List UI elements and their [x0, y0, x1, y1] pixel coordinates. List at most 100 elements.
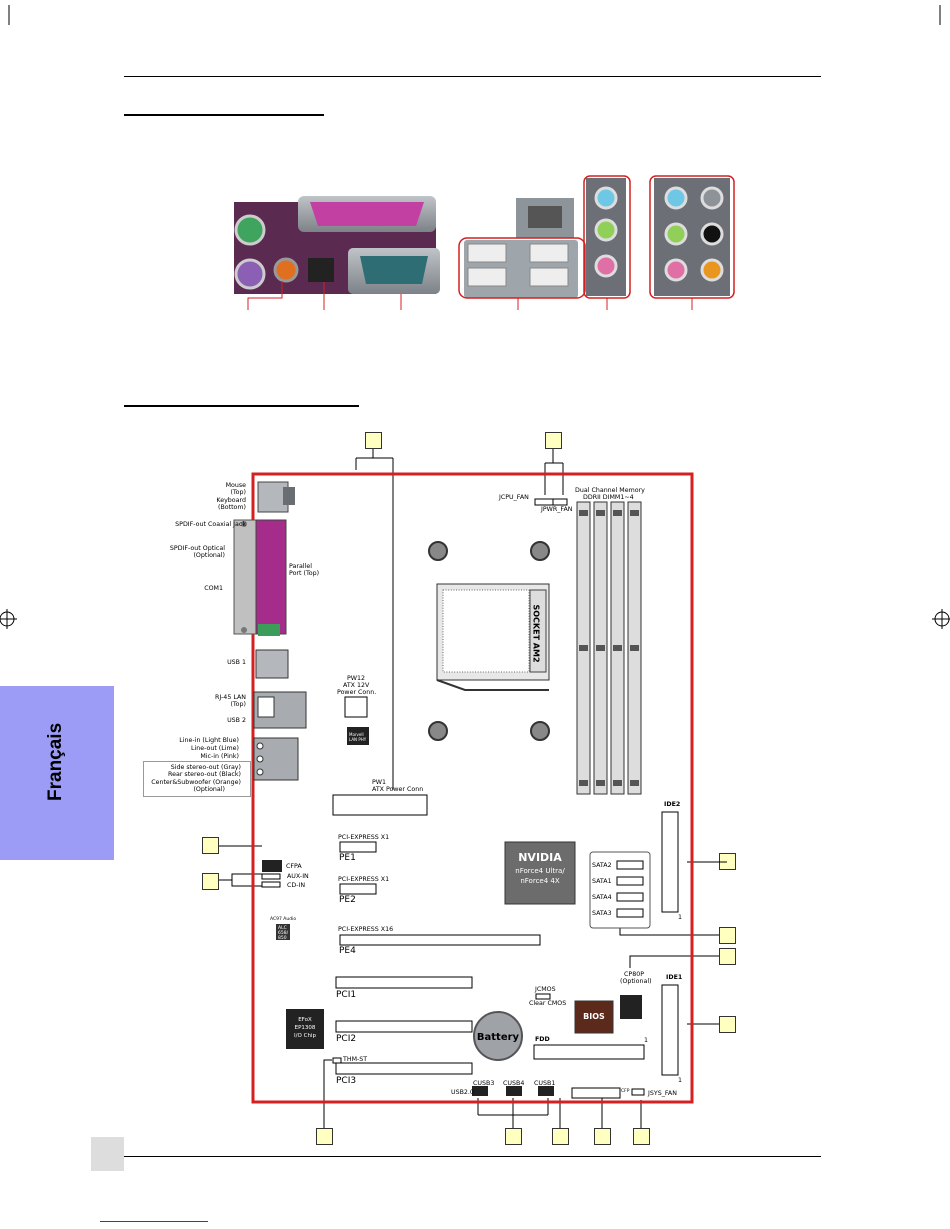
label-rj45-pos: (Top) — [230, 701, 246, 708]
label-aux-in: AUX-IN — [287, 873, 309, 880]
label-io-3: I/O Chip — [294, 1033, 316, 1039]
label-spdif-coax: SPDIF-out Coaxial Jack — [175, 521, 246, 528]
label-ide2: IDE2 — [664, 801, 681, 808]
label-cusb1: CUSB1 — [534, 1080, 556, 1087]
label-cd-in: CD-IN — [287, 882, 306, 889]
section-heading-underline — [124, 114, 324, 116]
label-io-2: EP1308 — [294, 1025, 316, 1031]
label-pw1-1: PW1 — [372, 779, 387, 786]
label-pw12-2: ATX 12V — [343, 682, 370, 689]
board-outline — [251, 472, 694, 1104]
label-parallel-pos: Port (Top) — [289, 570, 320, 577]
label-pw1-2: ATX Power Conn — [372, 786, 424, 793]
label-sata1: SATA1 — [592, 878, 612, 885]
label-chipset-1: NVIDIA — [518, 851, 562, 864]
footer-rule — [124, 1156, 821, 1157]
label-ac97-2: ALC — [278, 926, 287, 931]
optional-audio-label-box — [143, 761, 251, 797]
callout-box — [719, 948, 736, 965]
callout-box — [316, 1128, 333, 1145]
label-mouse: Mouse — [225, 482, 246, 489]
label-sys-fan: JSYS_FAN — [648, 1090, 677, 1097]
label-ide2-pin1: 1 — [678, 914, 683, 921]
label-keyboard-pos: (Bottom) — [217, 504, 246, 511]
registration-mark-icon — [8, 5, 10, 25]
label-pe2: PE2 — [339, 895, 356, 905]
registration-mark-icon — [939, 5, 941, 25]
label-pe4: PE4 — [339, 946, 356, 956]
callout-box — [505, 1128, 522, 1145]
label-rear-out: Rear stereo-out (Black) — [168, 771, 241, 778]
ps2-keyboard-port — [234, 258, 266, 290]
callout-box — [633, 1128, 650, 1145]
callout-box — [552, 1128, 569, 1145]
callout-box — [202, 873, 219, 890]
label-cp80p-1: CP80P — [624, 971, 645, 978]
atx-power-connector — [332, 794, 428, 816]
label-mouse-pos: (Top) — [230, 489, 246, 496]
callout-box — [202, 837, 219, 854]
registration-mark-icon — [0, 609, 17, 629]
label-jcmos-2: Clear CMOS — [529, 1000, 567, 1007]
label-dimm-1: Dual Channel Memory — [575, 487, 645, 494]
label-fdd: FDD — [535, 1036, 550, 1043]
label-cfpa: CFPA — [286, 863, 302, 870]
back-panel-illustration — [234, 175, 735, 310]
label-pe4-desc: PCI-EXPRESS X16 — [338, 926, 394, 933]
label-rj45: RJ-45 LAN — [215, 694, 246, 701]
label-pci1: PCI1 — [336, 990, 357, 1000]
chipset — [504, 841, 576, 905]
callout-box — [719, 1016, 736, 1033]
label-ide1: IDE1 — [666, 974, 683, 981]
label-dimm-2: DDRII DIMM1~4 — [583, 494, 634, 501]
label-usb2: USB 2 — [227, 717, 246, 724]
spdif-coax-jack — [273, 257, 299, 283]
usb-group-highlight — [458, 237, 586, 299]
callout-box — [594, 1128, 611, 1145]
label-keyboard: Keyboard — [216, 497, 246, 504]
label-socket: SOCKET AM2 — [531, 604, 541, 663]
label-ac97-4: 850 — [278, 936, 287, 941]
label-line-out: Line-out (Lime) — [190, 745, 239, 752]
label-sata4: SATA4 — [592, 894, 612, 901]
label-io-1: EFoX — [298, 1017, 312, 1023]
label-ide1-pin1: 1 — [678, 1077, 683, 1084]
label-spdif-opt: SPDIF-out Optical — [169, 545, 225, 552]
label-thm-st: THM-ST — [343, 1056, 368, 1063]
registration-mark-icon — [932, 609, 950, 629]
label-cp80p-2: (Optional) — [620, 978, 652, 985]
label-cusb3: CUSB3 — [473, 1080, 495, 1087]
language-side-tab: Français — [0, 686, 114, 860]
label-line-in: Line-in (Light Blue) — [179, 737, 239, 744]
label-bios: BIOS — [583, 1012, 605, 1021]
label-pw12-1: PW12 — [347, 675, 366, 682]
label-chipset-2: nForce4 Ultra/ — [515, 867, 565, 875]
footer-link-underline — [100, 1221, 208, 1222]
ps2-mouse-port — [234, 214, 266, 246]
label-pe2-desc: PCI-EXPRESS X1 — [338, 876, 390, 883]
label-side-out: Side stereo-out (Gray) — [170, 764, 241, 771]
label-center-out: Center&Subwoofer (Orange) — [151, 779, 241, 786]
label-spdif-opt-note: (Optional) — [193, 552, 225, 559]
label-parallel: Parallel — [289, 563, 312, 570]
label-com1: COM1 — [204, 585, 223, 592]
callout-box — [719, 927, 736, 944]
label-pe1-desc: PCI-EXPRESS X1 — [338, 834, 390, 841]
label-pci2: PCI2 — [336, 1034, 357, 1044]
header-rule — [124, 76, 821, 77]
label-sata3: SATA3 — [592, 910, 612, 917]
label-jcmos-1: JCMOS — [535, 986, 556, 993]
callout-box — [365, 432, 382, 449]
callout-box — [545, 432, 562, 449]
label-lan-phy-2: LAN PHY — [349, 737, 367, 742]
label-lan-phy-1: Marvell — [349, 732, 364, 737]
label-cpu-fan: JCPU_FAN — [499, 494, 529, 501]
label-mic-in: Mic-in (Pink) — [200, 753, 239, 760]
label-sata2: SATA2 — [592, 862, 612, 869]
cmos-battery — [473, 1011, 523, 1061]
label-cfp: CFP — [621, 1089, 630, 1094]
label-pwr-fan: JPWR_FAN — [541, 506, 573, 513]
section-heading-underline — [124, 405, 359, 407]
page-number-box — [91, 1137, 124, 1171]
label-pci3: PCI3 — [336, 1076, 357, 1086]
